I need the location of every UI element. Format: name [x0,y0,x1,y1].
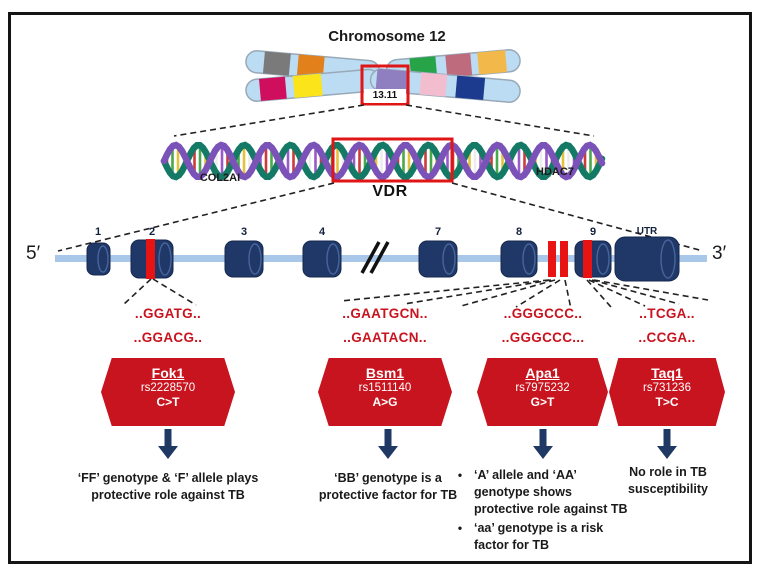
bsm1-effect-line2: protective factor for TB [318,488,458,502]
bullet-icon: • [457,521,463,535]
exon-label-utr: UTR [636,226,658,237]
bsm1-sequence: ..GAATGCN.. ..GAATACN.. [300,302,470,350]
taq1-sequence: ..TCGA.. ..CCGA.. [582,302,752,350]
fok1-rsid: rs2228570 [140,382,196,394]
apa1-effect-text: • ‘A’ allele and ‘AA’ genotype shows pro… [446,467,632,556]
figure-border [8,12,752,564]
fok1-hexagon: Fok1 rs2228570 C>T [101,358,235,426]
apa1-bullet-row-2: • ‘aa’ genotype is a risk factor for TB [446,520,632,554]
right-gene-label: HDAC7 [536,166,574,178]
bsm1-seq-bottom: ..GAATACN.. [343,330,427,345]
five-prime-label: 5′ [26,243,41,264]
bsm1-seq-top: ..GAATGCN.. [342,306,428,321]
apa1-bullet-2: ‘aa’ genotype is a risk factor for TB [474,521,604,552]
exon-label-8: 8 [515,226,523,238]
taq1-change: T>C [655,395,679,409]
chromosome-graphic [245,48,521,106]
fok1-seq-top: ..GGATG.. [134,306,202,321]
fok1-effect-line1: ‘FF’ genotype & ‘F’ allele plays [77,471,259,485]
exon-label-9: 9 [589,226,597,238]
apa1-seq-bottom: ..GGGCCC... [501,330,585,345]
exon-label-2: 2 [148,226,156,238]
apa1-hexagon: Apa1 rs7975232 G>T [477,358,608,426]
bullet-icon: • [457,468,463,482]
gene-map-graphic [55,236,707,282]
taq1-effect-text: No role in TB susceptibility [606,464,730,498]
bsm1-hexagon: Bsm1 rs1511140 A>G [318,358,452,426]
three-prime-label: 3′ [712,243,727,264]
snp-stripes [146,239,592,279]
fok1-effect-line2: protective role against TB [91,488,245,502]
apa1-change: G>T [530,395,555,409]
bsm1-change: A>G [372,395,398,409]
bsm1-rsid: rs1511140 [358,382,412,394]
fok1-name: Fok1 [151,365,185,381]
apa1-bullet-1: ‘A’ allele and ‘AA’ genotype shows prote… [474,468,628,516]
bsm1-effect-line1: ‘BB’ genotype is a [334,471,442,485]
bsm1-effect-text: ‘BB’ genotype is a protective factor for… [296,470,480,504]
exon-label-7: 7 [434,226,442,238]
down-arrows [158,429,677,459]
taq1-seq-top: ..TCGA.. [639,306,695,321]
fok1-seq-bottom: ..GGACG.. [133,330,203,345]
apa1-bullet-row-1: • ‘A’ allele and ‘AA’ genotype shows pro… [446,467,632,518]
fok1-change: C>T [156,395,180,409]
sequence-break-mark [360,241,390,274]
taq1-hexagon: Taq1 rs731236 T>C [609,358,725,426]
apa1-sequence: ..GGGCCC.. ..GGGCCC... [458,302,628,350]
dashed-connectors [57,104,709,310]
exon-label-4: 4 [318,226,326,238]
vdr-highlight-box [331,137,454,183]
vdr-gene-label: VDR [372,183,408,200]
chromosome-band-label: 13.11 [364,89,406,103]
bsm1-name: Bsm1 [365,365,405,381]
apa1-seq-top: ..GGGCCC.. [503,306,583,321]
taq1-effect-line2: susceptibility [628,482,708,496]
exon-label-3: 3 [240,226,248,238]
taq1-effect-line1: No role in TB [629,465,707,479]
apa1-rsid: rs7975232 [515,382,570,394]
taq1-rsid: rs731236 [643,382,691,394]
band-highlight-box [360,64,410,106]
taq1-seq-bottom: ..CCGA.. [638,330,696,345]
exon-label-1: 1 [94,226,102,238]
chromosome-title: Chromosome 12 [328,28,446,45]
apa1-name: Apa1 [525,365,560,381]
fok1-effect-text: ‘FF’ genotype & ‘F’ allele plays protect… [58,470,278,504]
left-gene-label: COL2AI [199,172,241,184]
fok1-sequence: ..GGATG.. ..GGACG.. [83,302,253,350]
taq1-name: Taq1 [651,365,683,381]
